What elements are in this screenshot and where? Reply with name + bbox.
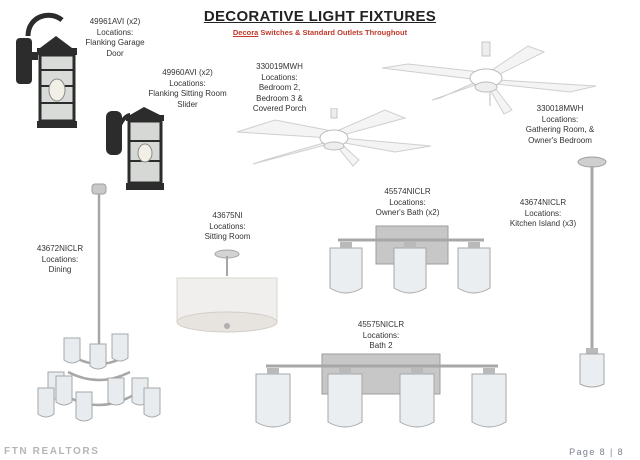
- fixture-loc-label: Locations:: [524, 208, 562, 218]
- fixture-location: Bedroom 3 &: [256, 93, 303, 103]
- lantern-sconce-small-image: [106, 107, 164, 190]
- vanity-4-light-image: [255, 353, 507, 428]
- ceiling-fan-small-image: [236, 108, 432, 167]
- fixture-location: Kitchen Island (x3): [509, 219, 577, 228]
- fixture-model: 43672NICLR: [36, 244, 84, 253]
- fixture-label-49961avi: 49961AVI (x2) Locations: Flanking Garage…: [80, 17, 150, 59]
- fixture-loc-label: Locations:: [541, 114, 579, 124]
- fixture-label-43672niclr: 43672NICLR Locations: Dining: [30, 244, 90, 276]
- subtitle-brand: Decora: [232, 28, 259, 37]
- fixture-model: 330018MWH: [536, 104, 584, 113]
- subtitle-rest: Switches & Standard Outlets Throughout: [258, 28, 408, 37]
- drum-semi-flush-image: [176, 249, 278, 333]
- fixture-location: Bedroom 2,: [258, 83, 301, 92]
- fixture-model: 43675NI: [212, 211, 243, 220]
- fixture-label-45574niclr: 45574NICLR Locations: Owner's Bath (x2): [365, 187, 450, 219]
- fixture-location: Dining: [48, 265, 72, 274]
- mini-pendant-image: [577, 156, 607, 388]
- page-title: DECORATIVE LIGHT FIXTURES: [203, 8, 437, 25]
- fixture-loc-label: Locations:: [261, 72, 298, 82]
- fixture-model: 45575NICLR: [357, 320, 405, 329]
- fixture-loc-label: Locations:: [209, 221, 246, 231]
- lantern-sconce-large-image: [16, 12, 77, 128]
- fixture-loc-label: Locations:: [389, 197, 426, 207]
- fixture-loc-label: Locations:: [169, 78, 206, 88]
- fixture-label-330019mwh: 330019MWH Locations: Bedroom 2, Bedroom …: [242, 62, 317, 115]
- fixture-location: Gathering Room, &: [525, 125, 595, 134]
- fixture-location: Owner's Bedroom: [528, 135, 592, 145]
- fixture-model: 49960AVI (x2): [162, 68, 213, 77]
- fixture-model: 43674NICLR: [519, 198, 567, 207]
- fixture-loc-label: Locations:: [96, 27, 134, 37]
- fixture-label-330018mwh: 330018MWH Locations: Gathering Room, & O…: [515, 104, 605, 146]
- vanity-3-light-image: [329, 225, 491, 294]
- fixture-loc-label: Locations:: [362, 330, 400, 340]
- fixture-location: Sitting Room: [204, 232, 251, 241]
- fixture-loc-label: Locations:: [41, 254, 79, 264]
- fixture-model: 49961AVI (x2): [89, 17, 141, 26]
- page-number: Page 8 | 8: [569, 447, 624, 457]
- fixture-location: Covered Porch: [252, 104, 307, 113]
- fixture-model: 45574NICLR: [384, 187, 431, 196]
- fixture-location: Bath 2: [369, 341, 393, 350]
- ceiling-fan-large-image: [381, 41, 597, 115]
- chandelier-image: [37, 183, 161, 422]
- page-subtitle: Decora Switches & Standard Outlets Throu…: [0, 28, 640, 37]
- fixture-label-43674niclr: 43674NICLR Locations: Kitchen Island (x3…: [503, 198, 583, 230]
- fixture-location: Door: [106, 48, 124, 58]
- fixture-label-49960avi: 49960AVI (x2) Locations: Flanking Sittin…: [140, 68, 235, 110]
- fixture-label-43675ni: 43675NI Locations: Sitting Room: [195, 211, 260, 243]
- fixture-location: Owner's Bath (x2): [375, 208, 440, 217]
- footer-brand-logo: FTN REALTORS: [4, 446, 100, 457]
- fixture-location: Slider: [177, 99, 198, 109]
- fixture-model: 330019MWH: [256, 62, 303, 71]
- fixture-label-45575niclr: 45575NICLR Locations: Bath 2: [345, 320, 417, 352]
- fixture-location: Flanking Sitting Room: [148, 89, 227, 98]
- fixture-location: Flanking Garage: [85, 38, 145, 47]
